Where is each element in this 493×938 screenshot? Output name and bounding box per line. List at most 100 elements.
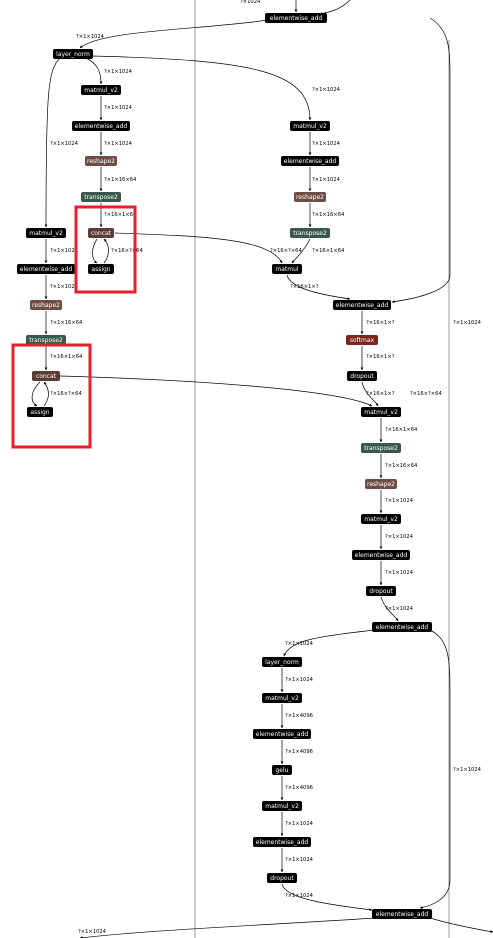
edge-label-e_mask_soft: ?×16×1×?	[366, 320, 395, 326]
node-softmax-n_softmax[interactable]: softmax	[346, 335, 378, 345]
edge-label-e_drop_attn: ?×16×1×?	[366, 391, 395, 397]
node-box[interactable]	[361, 407, 401, 417]
node-matmul-v2-n_mm_a[interactable]: matmul_v2	[81, 85, 121, 95]
node-label: elementwise_add	[355, 552, 408, 559]
node-matmul-v2-n_mm_ff1[interactable]: matmul_v2	[262, 693, 302, 703]
node-reshape2-n_rs_out[interactable]: reshape2	[365, 479, 397, 489]
node-box[interactable]	[85, 156, 117, 166]
node-assign-n_as_b[interactable]: assign	[27, 407, 53, 417]
node-elementwise-add-n_ea_top[interactable]: elementwise_add	[265, 13, 327, 23]
node-elementwise-add-n_ea_res2[interactable]: elementwise_add	[372, 909, 432, 919]
node-gelu-n_gelu[interactable]: gelu	[272, 765, 292, 775]
node-box[interactable]	[346, 335, 378, 345]
node-reshape2-n_rs_q[interactable]: reshape2	[294, 192, 326, 202]
node-elementwise-add-n_ea_ff2[interactable]: elementwise_add	[253, 837, 311, 847]
node-elementwise-add-n_ea_proj[interactable]: elementwise_add	[352, 550, 410, 560]
node-elementwise-add-n_ea_mask[interactable]: elementwise_add	[333, 300, 391, 310]
edge-label-e_eaq_rsq: ?×1×1024	[312, 177, 341, 183]
node-box[interactable]	[27, 407, 53, 417]
node-box[interactable]	[347, 371, 377, 381]
edge-label-e_top_out: ?×1×1024	[76, 34, 105, 40]
node-matmul-v2-n_mm_ff2[interactable]: matmul_v2	[262, 801, 302, 811]
node-box[interactable]	[26, 228, 66, 238]
node-transpose2-n_tp_b[interactable]: transpose2	[26, 335, 66, 345]
node-box[interactable]	[265, 13, 327, 23]
node-box[interactable]	[290, 228, 330, 238]
node-box[interactable]	[372, 909, 432, 919]
node-box[interactable]	[72, 121, 130, 131]
node-assign-n_as_a[interactable]: assign	[88, 264, 114, 274]
node-elementwise-add-n_ea_q[interactable]: elementwise_add	[281, 156, 339, 166]
node-layer-norm-n_ln1[interactable]: layer_norm	[53, 49, 93, 59]
edge-top-skip	[391, 17, 451, 304]
node-reshape2-n_rs_a[interactable]: reshape2	[85, 156, 117, 166]
node-layer-norm-n_ln2[interactable]: layer_norm	[262, 657, 302, 667]
node-box[interactable]	[361, 514, 401, 524]
node-elementwise-add-n_ea_res1[interactable]: elementwise_add	[372, 622, 432, 632]
node-box[interactable]	[272, 765, 292, 775]
node-label: elementwise_add	[75, 123, 128, 130]
node-label: assign	[91, 266, 110, 273]
node-label: elementwise_add	[376, 911, 429, 918]
node-label: matmul_v2	[265, 695, 299, 702]
node-concat-n_cc_a[interactable]: concat	[88, 228, 114, 238]
node-matmul-n_matmul[interactable]: matmul	[272, 264, 302, 274]
edge-res1-ln2	[283, 629, 376, 657]
node-box[interactable]	[88, 228, 114, 238]
node-box[interactable]	[262, 657, 302, 667]
node-matmul-v2-n_mm_attn[interactable]: matmul_v2	[361, 407, 401, 417]
node-box[interactable]	[272, 264, 302, 274]
node-box[interactable]	[53, 49, 93, 59]
node-dropout-n_drop1[interactable]: dropout	[347, 371, 377, 381]
edge-label-e_mma_eaa: ?×1×1024	[104, 105, 133, 111]
node-box[interactable]	[267, 873, 297, 883]
edge-label-e_cca_asa: ?×16×?×64	[111, 248, 143, 254]
node-elementwise-add-n_ea_a[interactable]: elementwise_add	[72, 121, 130, 131]
node-box[interactable]	[81, 192, 121, 202]
node-box[interactable]	[294, 192, 326, 202]
node-box[interactable]	[88, 264, 114, 274]
edge-label-e_ea_drop3: ?×1×1024	[285, 857, 314, 863]
node-label: elementwise_add	[256, 731, 309, 738]
node-box[interactable]	[262, 801, 302, 811]
node-box[interactable]	[253, 837, 311, 847]
node-box[interactable]	[30, 300, 62, 310]
node-box[interactable]	[253, 729, 311, 739]
node-label: transpose2	[29, 337, 63, 344]
node-box[interactable]	[290, 121, 330, 131]
node-box[interactable]	[361, 443, 401, 453]
node-concat-n_cc_b[interactable]: concat	[32, 371, 60, 381]
node-reshape2-n_rs_b[interactable]: reshape2	[30, 300, 62, 310]
edge-label-e_top_in: ?×1024	[240, 0, 261, 5]
node-transpose2-n_tp_out[interactable]: transpose2	[361, 443, 401, 453]
node-elementwise-add-n_ea_b[interactable]: elementwise_add	[17, 264, 75, 274]
node-matmul-v2-n_mm_proj[interactable]: matmul_v2	[361, 514, 401, 524]
node-matmul-v2-n_mm_b[interactable]: matmul_v2	[26, 228, 66, 238]
node-box[interactable]	[352, 550, 410, 560]
node-box[interactable]	[365, 479, 397, 489]
node-elementwise-add-n_ea_ff1[interactable]: elementwise_add	[253, 729, 311, 739]
node-matmul-v2-n_mm_q[interactable]: matmul_v2	[290, 121, 330, 131]
node-box[interactable]	[372, 622, 432, 632]
node-label: elementwise_add	[270, 15, 323, 22]
node-box[interactable]	[17, 264, 75, 274]
node-label: concat	[36, 373, 57, 380]
node-box[interactable]	[366, 586, 396, 596]
node-box[interactable]	[26, 335, 66, 345]
edge-label-e_drop3_res: ?×1×1024	[285, 893, 314, 899]
node-box[interactable]	[262, 693, 302, 703]
node-box[interactable]	[32, 371, 60, 381]
node-box[interactable]	[81, 85, 121, 95]
node-dropout-n_drop3[interactable]: dropout	[267, 873, 297, 883]
node-box[interactable]	[333, 300, 391, 310]
node-label: elementwise_add	[284, 158, 337, 165]
edge-label-e_mmq_eaq: ?×1×1024	[312, 141, 341, 147]
edge-label-e_ccb_attn: ?×16×?×64	[410, 391, 442, 397]
node-transpose2-n_tp_q[interactable]: transpose2	[290, 228, 330, 238]
node-dropout-n_drop2[interactable]: dropout	[366, 586, 396, 596]
node-label: matmul_v2	[293, 123, 327, 130]
node-box[interactable]	[281, 156, 339, 166]
node-transpose2-n_tp_a[interactable]: transpose2	[81, 192, 121, 202]
